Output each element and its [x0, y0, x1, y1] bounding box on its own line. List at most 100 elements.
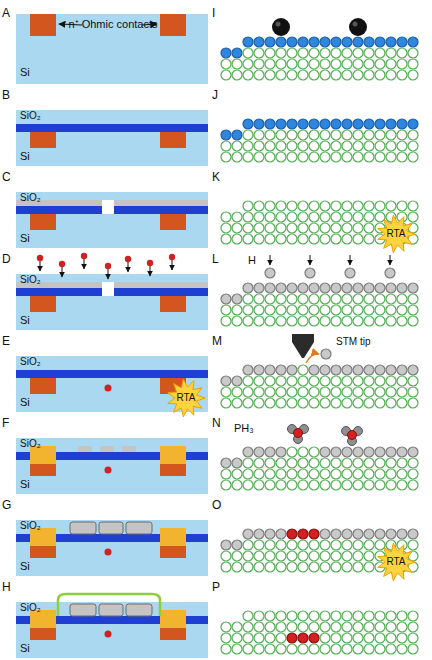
silicon-atom	[254, 234, 264, 244]
silicon-atom	[232, 480, 242, 490]
silicon-atom	[408, 70, 418, 80]
ohmic-contact	[30, 214, 56, 230]
silicon-atom	[254, 458, 264, 468]
silicon-atom	[375, 130, 385, 140]
silicon-atom	[353, 622, 363, 632]
silicon-atom	[221, 152, 231, 162]
silicon-atom	[375, 316, 385, 326]
silicon-atom	[309, 551, 319, 561]
phosphorus-ion	[169, 254, 175, 260]
silicon-atom	[408, 141, 418, 151]
silicon-atom	[342, 316, 352, 326]
silicon-atom	[243, 611, 253, 621]
silicon-atom	[276, 130, 286, 140]
silicon-atom	[320, 398, 330, 408]
hydrogen-atom	[287, 365, 297, 375]
resist-layer	[114, 282, 208, 288]
silicon-atom	[265, 376, 275, 386]
silicon-atom	[364, 551, 374, 561]
ohmic-contact	[160, 214, 186, 230]
silicon-atom	[331, 294, 341, 304]
silicon-atom	[353, 234, 363, 244]
silicon-atom	[232, 551, 242, 561]
panel-letter: L	[212, 253, 219, 267]
silicon-atom	[254, 633, 264, 643]
silicon-atom	[331, 480, 341, 490]
silicon-atom	[254, 540, 264, 550]
silicon-substrate	[16, 602, 208, 658]
silicon-atom	[364, 469, 374, 479]
silicon-atom	[375, 398, 385, 408]
resist-atom	[254, 119, 264, 129]
silicon-atom	[254, 562, 264, 572]
silicon-atom	[375, 622, 385, 632]
silicon-atom	[298, 305, 308, 315]
silicon-atom	[254, 305, 264, 315]
contaminant-particle	[272, 18, 290, 36]
hydrogen-atom	[221, 458, 231, 468]
silicon-atom	[397, 644, 407, 654]
silicon-atom	[232, 59, 242, 69]
silicon-atom	[309, 223, 319, 233]
silicon-atom	[276, 141, 286, 151]
silicon-atom	[309, 316, 319, 326]
silicon-atom	[320, 141, 330, 151]
hydrogen-atom	[342, 529, 352, 539]
stm-tip	[292, 334, 314, 358]
silicon-atom	[353, 59, 363, 69]
hydrogen-atom	[408, 283, 418, 293]
silicon-atom	[397, 469, 407, 479]
silicon-atom	[254, 622, 264, 632]
silicon-atom	[342, 469, 352, 479]
gate-electrode	[126, 604, 152, 616]
silicon-atom	[298, 562, 308, 572]
resist-atom	[342, 37, 352, 47]
resist-atom	[386, 37, 396, 47]
material-label: Si	[20, 232, 30, 245]
silicon-atom	[331, 458, 341, 468]
silicon-atom	[408, 201, 418, 211]
silicon-atom	[232, 223, 242, 233]
silicon-atom	[386, 59, 396, 69]
silicon-atom	[221, 562, 231, 572]
silicon-atom	[331, 70, 341, 80]
silicon-atom	[320, 70, 330, 80]
silicon-atom	[254, 212, 264, 222]
silicon-atom	[331, 234, 341, 244]
resist-atom	[408, 119, 418, 129]
silicon-atom	[375, 305, 385, 315]
silicon-atom	[353, 398, 363, 408]
hydrogen-atom	[364, 447, 374, 457]
donor-atom	[105, 467, 112, 474]
silicon-atom	[243, 59, 253, 69]
hydrogen-atom	[265, 268, 275, 278]
hydrogen-atom	[408, 529, 418, 539]
silicon-atom	[342, 398, 352, 408]
silicon-atom	[353, 316, 363, 326]
silicon-atom	[375, 480, 385, 490]
silicon-atom	[276, 316, 286, 326]
silicon-atom	[386, 469, 396, 479]
silicon-atom	[243, 551, 253, 561]
resist-atom	[375, 119, 385, 129]
hydrogen-atom	[232, 294, 242, 304]
oxide-layer	[16, 124, 208, 132]
silicon-atom	[408, 316, 418, 326]
silicon-atom	[221, 622, 231, 632]
particle-highlight	[276, 22, 281, 27]
hydrogen-atom	[386, 365, 396, 375]
resist-atom	[232, 130, 242, 140]
silicon-atom	[320, 152, 330, 162]
resist-atom	[331, 119, 341, 129]
silicon-atom	[309, 611, 319, 621]
contact-metal	[160, 528, 186, 546]
silicon-atom	[276, 540, 286, 550]
panel-letter: B	[2, 89, 10, 103]
material-label: SiO₂	[20, 356, 41, 368]
silicon-atom	[342, 480, 352, 490]
silicon-atom	[320, 223, 330, 233]
hydrogen-atom	[265, 283, 275, 293]
silicon-atom	[408, 212, 418, 222]
material-label: SiO₂	[20, 110, 41, 122]
silicon-atom	[309, 540, 319, 550]
